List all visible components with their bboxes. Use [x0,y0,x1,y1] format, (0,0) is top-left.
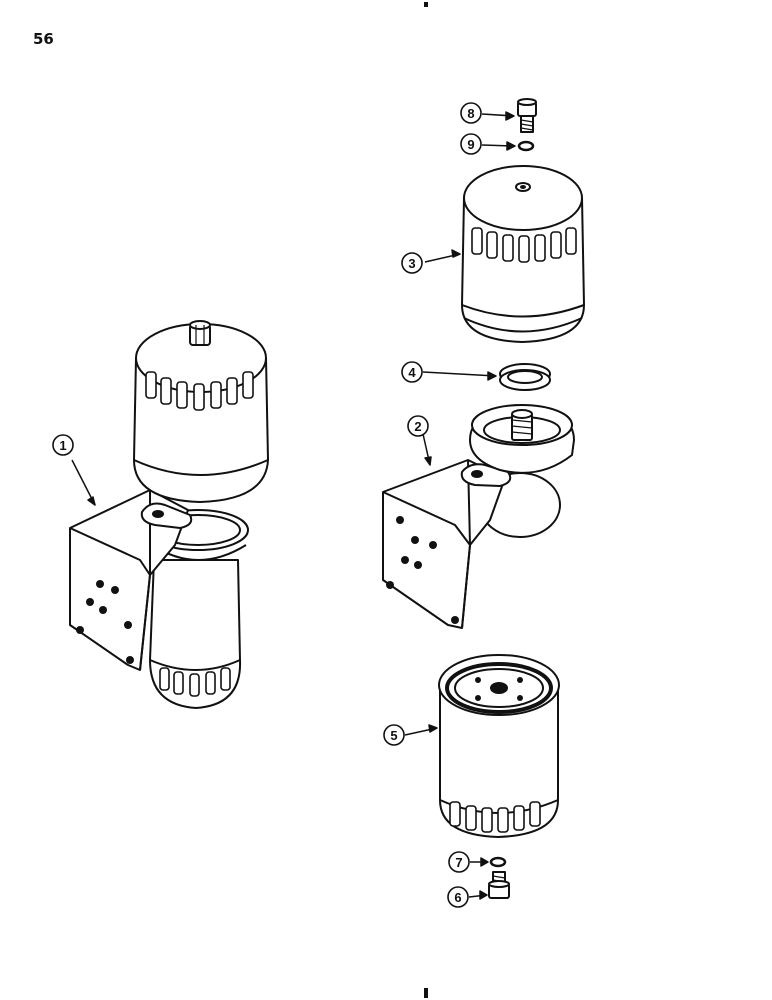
part-filter-head-bracket [382,404,575,629]
callout-7-label: 7 [455,855,462,870]
callout-3: 3 [401,252,423,274]
part-bottom-washer [489,856,507,868]
callout-6: 6 [447,886,469,908]
leader-lines [71,111,516,900]
callout-4-label: 4 [408,365,416,380]
callout-8-label: 8 [467,106,474,121]
callout-9-label: 9 [467,137,474,152]
callout-3-label: 3 [408,256,415,271]
bottom-registration-mark [424,988,428,998]
callout-8: 8 [460,102,482,124]
part-bottom-bolt [488,871,510,899]
assembled-mounting-bracket [69,489,193,671]
part-lower-filter-element [438,654,560,838]
part-upper-filter-element [461,165,585,343]
callout-5-label: 5 [390,728,397,743]
callout-4: 4 [401,361,423,383]
part-sealing-ring [499,363,551,391]
callout-9: 9 [460,133,482,155]
assembled-upper-filter [133,320,269,503]
top-registration-mark [424,2,428,7]
part-top-washer [517,140,535,152]
callout-6-label: 6 [454,890,461,905]
page-number: 56 [33,30,54,48]
assembled-filter-unit [69,320,269,709]
callout-7: 7 [448,851,470,873]
callout-2: 2 [407,415,429,437]
callout-2-label: 2 [414,419,421,434]
part-top-bolt [517,98,537,133]
callout-5: 5 [383,724,405,746]
callout-1: 1 [52,434,74,456]
callout-1-label: 1 [59,438,66,453]
